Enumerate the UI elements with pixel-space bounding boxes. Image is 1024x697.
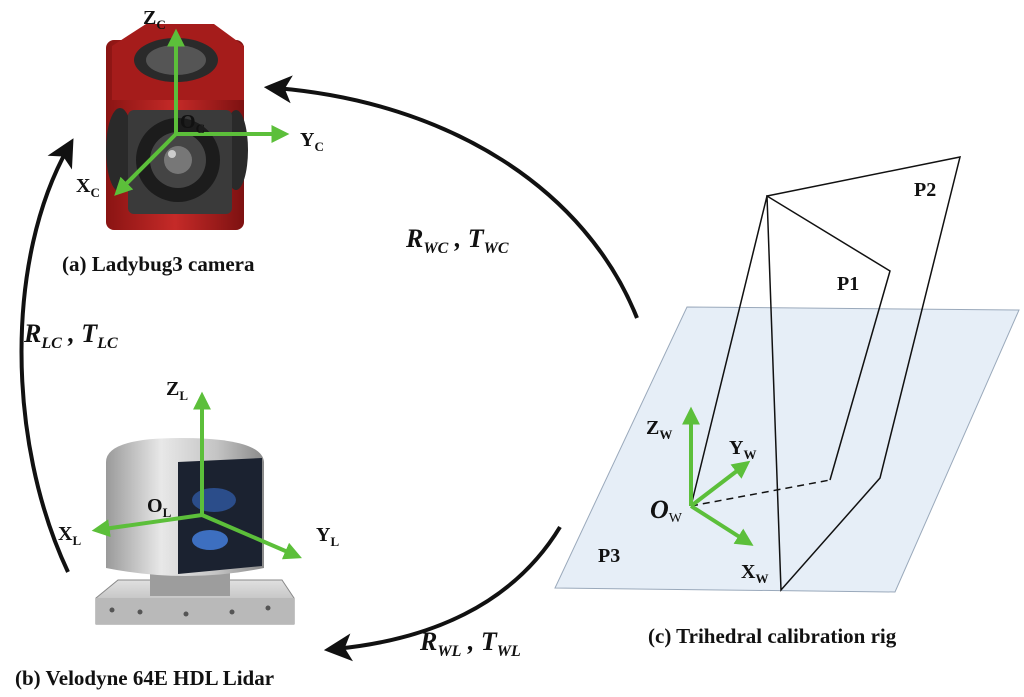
world-coordinate-frame	[682, 406, 754, 546]
lidar-origin-label: OL	[147, 495, 172, 520]
arrow-lidar-to-camera	[19, 138, 74, 573]
lidar-caption: (b) Velodyne 64E HDL Lidar	[15, 666, 274, 690]
lidar-coordinate-frame	[91, 391, 302, 560]
world-origin-label: OW	[650, 495, 683, 526]
camera-x-axis	[114, 132, 178, 196]
lidar-y-label: YL	[316, 524, 339, 549]
camera-coordinate-frame	[114, 28, 290, 196]
transform-wl-label: RWL , TWL	[419, 627, 521, 660]
world-x-label: XW	[741, 561, 768, 586]
camera-caption: (a) Ladybug3 camera	[62, 252, 255, 276]
camera-y-label: YC	[300, 129, 324, 154]
world-y-axis	[689, 460, 751, 508]
rig-caption: (c) Trihedral calibration rig	[648, 624, 897, 648]
plane-p3	[554, 306, 1020, 593]
lidar-y-axis	[201, 513, 302, 560]
world-z-label: ZW	[646, 417, 672, 442]
transform-wc-label: RWC , TWC	[405, 224, 509, 257]
plane-p1	[690, 194, 891, 507]
plane-p1-label: P1	[837, 273, 859, 295]
lidar-x-axis	[91, 513, 203, 538]
transform-lc-label: RLC , TLC	[23, 319, 118, 352]
arrow-world-to-lidar	[323, 525, 562, 662]
world-y-label: YW	[729, 437, 756, 462]
camera-origin-label: OC	[180, 111, 205, 136]
camera-x-label: XC	[76, 175, 100, 200]
velodyne-lidar-image	[95, 438, 295, 625]
camera-z-label: ZC	[143, 7, 166, 32]
plane-p2	[766, 156, 962, 592]
plane-p2-label: P2	[914, 179, 936, 201]
lidar-x-label: XL	[58, 523, 81, 548]
trihedral-rig	[554, 156, 1020, 593]
plane-p3-label: P3	[598, 545, 620, 567]
arrow-world-to-camera	[263, 75, 639, 319]
world-x-axis	[689, 504, 754, 546]
lidar-z-label: ZL	[166, 378, 188, 403]
